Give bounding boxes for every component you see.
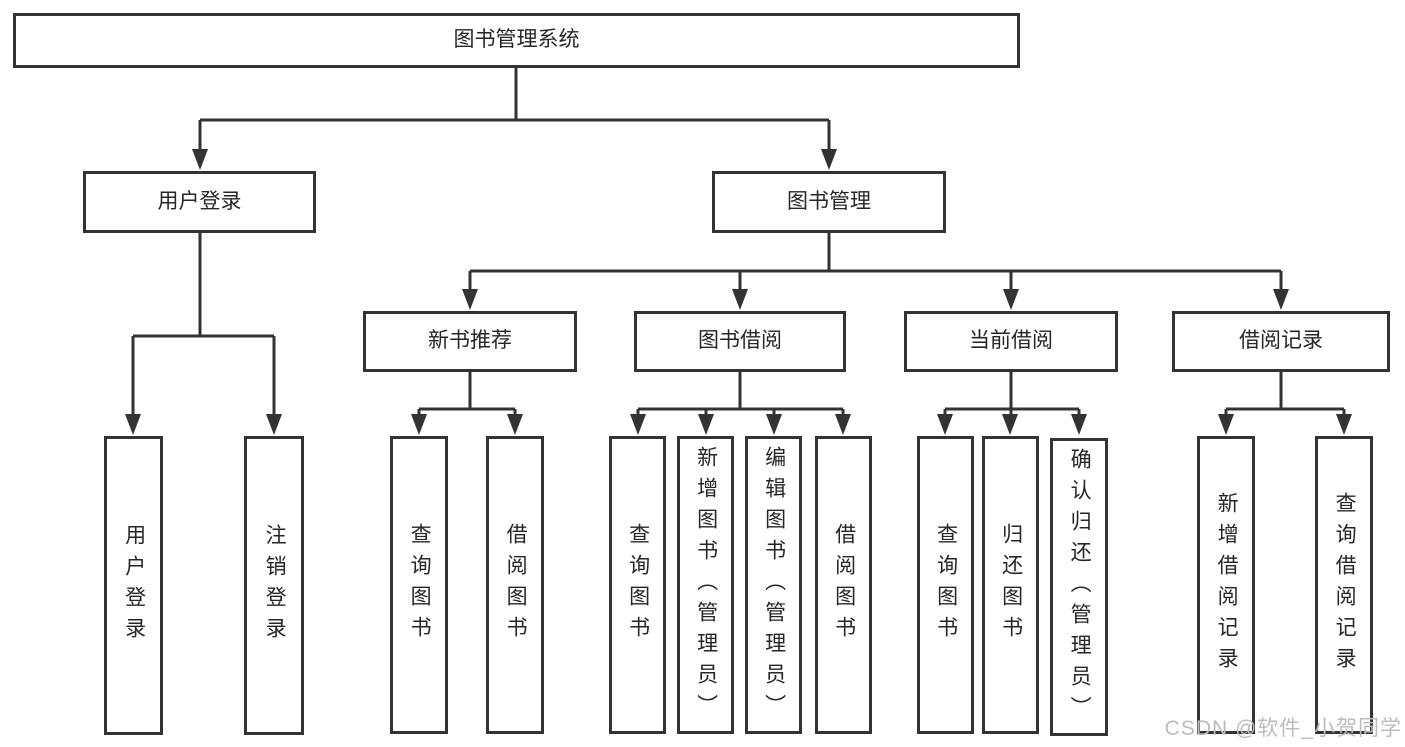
arrow-icon: [1273, 289, 1289, 310]
arrow-icon: [732, 289, 748, 310]
arrowheads: [125, 149, 1352, 435]
leaf-current-query-books: 查询图书: [917, 436, 974, 734]
arrow-icon: [1003, 289, 1019, 310]
connector-user-login: [131, 233, 276, 416]
arrow-icon: [125, 414, 141, 435]
node-new-book-recommend: 新书推荐: [363, 311, 577, 372]
node-user-login: 用户登录: [83, 171, 316, 233]
leaf-current-return-books: 归还图书: [982, 436, 1039, 734]
connector-root-to-level2: [198, 68, 831, 151]
node-root-system: 图书管理系统: [13, 13, 1020, 68]
arrow-icon: [507, 414, 523, 435]
node-book-borrowing: 图书借阅: [634, 311, 846, 372]
arrow-icon: [1071, 414, 1087, 435]
leaf-borrow-add-books-admin: 新增图书（管理员）: [677, 436, 734, 734]
node-book-management: 图书管理: [712, 171, 946, 233]
arrow-icon: [1336, 414, 1352, 435]
leaf-newrec-query-books: 查询图书: [390, 436, 448, 734]
arrow-icon: [835, 414, 851, 435]
arrow-icon: [821, 149, 837, 170]
node-current-borrowing: 当前借阅: [904, 311, 1118, 372]
arrow-icon: [266, 414, 282, 435]
connector-book-borrowing: [636, 372, 845, 416]
leaf-borrow-borrow-books: 借阅图书: [815, 436, 872, 734]
arrow-icon: [411, 414, 427, 435]
arrow-icon: [766, 414, 782, 435]
leaf-borrow-edit-books-admin: 编辑图书（管理员）: [745, 436, 802, 734]
arrow-icon: [937, 414, 953, 435]
leaf-borrow-query-books: 查询图书: [609, 436, 666, 734]
arrow-icon: [462, 289, 478, 310]
leaf-records-query-record: 查询借阅记录: [1315, 436, 1373, 734]
leaf-current-confirm-return-admin: 确认归还（管理员）: [1050, 438, 1108, 736]
leaf-records-add-record: 新增借阅记录: [1197, 436, 1255, 734]
leaf-newrec-borrow-books: 借阅图书: [486, 436, 544, 734]
connector-current-borrowing: [943, 372, 1081, 416]
arrow-icon: [1218, 414, 1234, 435]
connector-new-book-recommend: [417, 372, 517, 416]
leaf-logout-login: 注销登录: [244, 436, 304, 735]
connector-book-management: [468, 233, 1283, 291]
connector-borrow-records: [1224, 372, 1346, 416]
csdn-watermark: CSDN @软件_小贺同学: [1164, 717, 1402, 740]
arrow-icon: [1002, 414, 1018, 435]
leaf-user-login: 用户登录: [104, 436, 163, 735]
arrow-icon: [698, 414, 714, 435]
arrow-icon: [192, 149, 208, 170]
node-borrow-records: 借阅记录: [1172, 311, 1390, 372]
arrow-icon: [630, 414, 646, 435]
